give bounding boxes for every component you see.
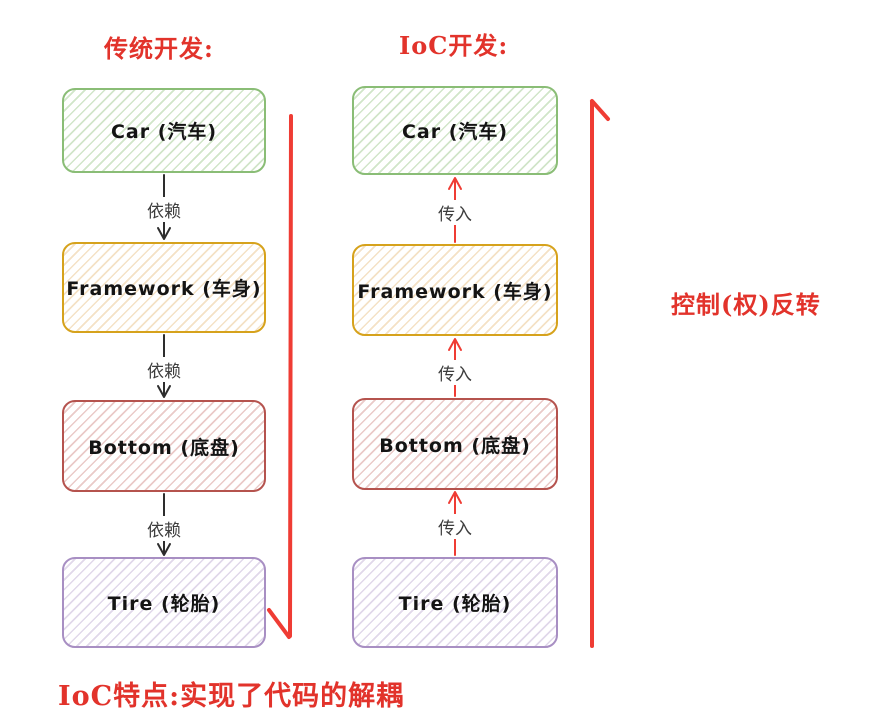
node-tire-ioc-label: Tire (轮胎)	[398, 593, 512, 615]
node-bottom-ioc-label: Bottom (底盘)	[379, 434, 531, 457]
node-tire-ioc: Tire (轮胎)	[352, 557, 558, 648]
depend-label-2: 依赖	[145, 357, 183, 382]
ioc-feature-footer: IoC特点:实现了代码的解耦	[58, 681, 405, 712]
inject-label-3: 传入	[436, 514, 474, 539]
control-inversion-label: 控制(权)反转	[671, 290, 821, 319]
depend-label-3: 依赖	[145, 516, 183, 541]
node-bottom-traditional: Bottom (底盘)	[62, 400, 266, 492]
node-bottom-ioc: Bottom (底盘)	[352, 398, 558, 490]
ioc-dev-heading: IoC开发:	[399, 31, 509, 60]
node-framework-ioc-label: Framework (车身)	[357, 280, 553, 303]
node-framework-traditional: Framework (车身)	[62, 242, 266, 333]
inject-label-2: 传入	[436, 360, 474, 385]
node-framework-ioc: Framework (车身)	[352, 244, 558, 336]
depend-label-1: 依赖	[145, 197, 183, 222]
traditional-dev-heading: 传统开发:	[104, 34, 214, 63]
node-framework-traditional-label: Framework (车身)	[66, 278, 262, 300]
control-flow-down-arrow	[267, 114, 293, 639]
control-flow-up-arrow	[590, 99, 610, 648]
node-tire-traditional-label: Tire (轮胎)	[107, 593, 221, 615]
node-car-traditional-label: Car (汽车)	[110, 121, 218, 143]
node-car-traditional: Car (汽车)	[62, 88, 266, 173]
node-tire-traditional: Tire (轮胎)	[62, 557, 266, 648]
inject-label-1: 传入	[436, 200, 474, 225]
node-bottom-traditional-label: Bottom (底盘)	[88, 436, 240, 459]
node-car-ioc-label: Car (汽车)	[401, 121, 509, 143]
node-car-ioc: Car (汽车)	[352, 86, 558, 175]
